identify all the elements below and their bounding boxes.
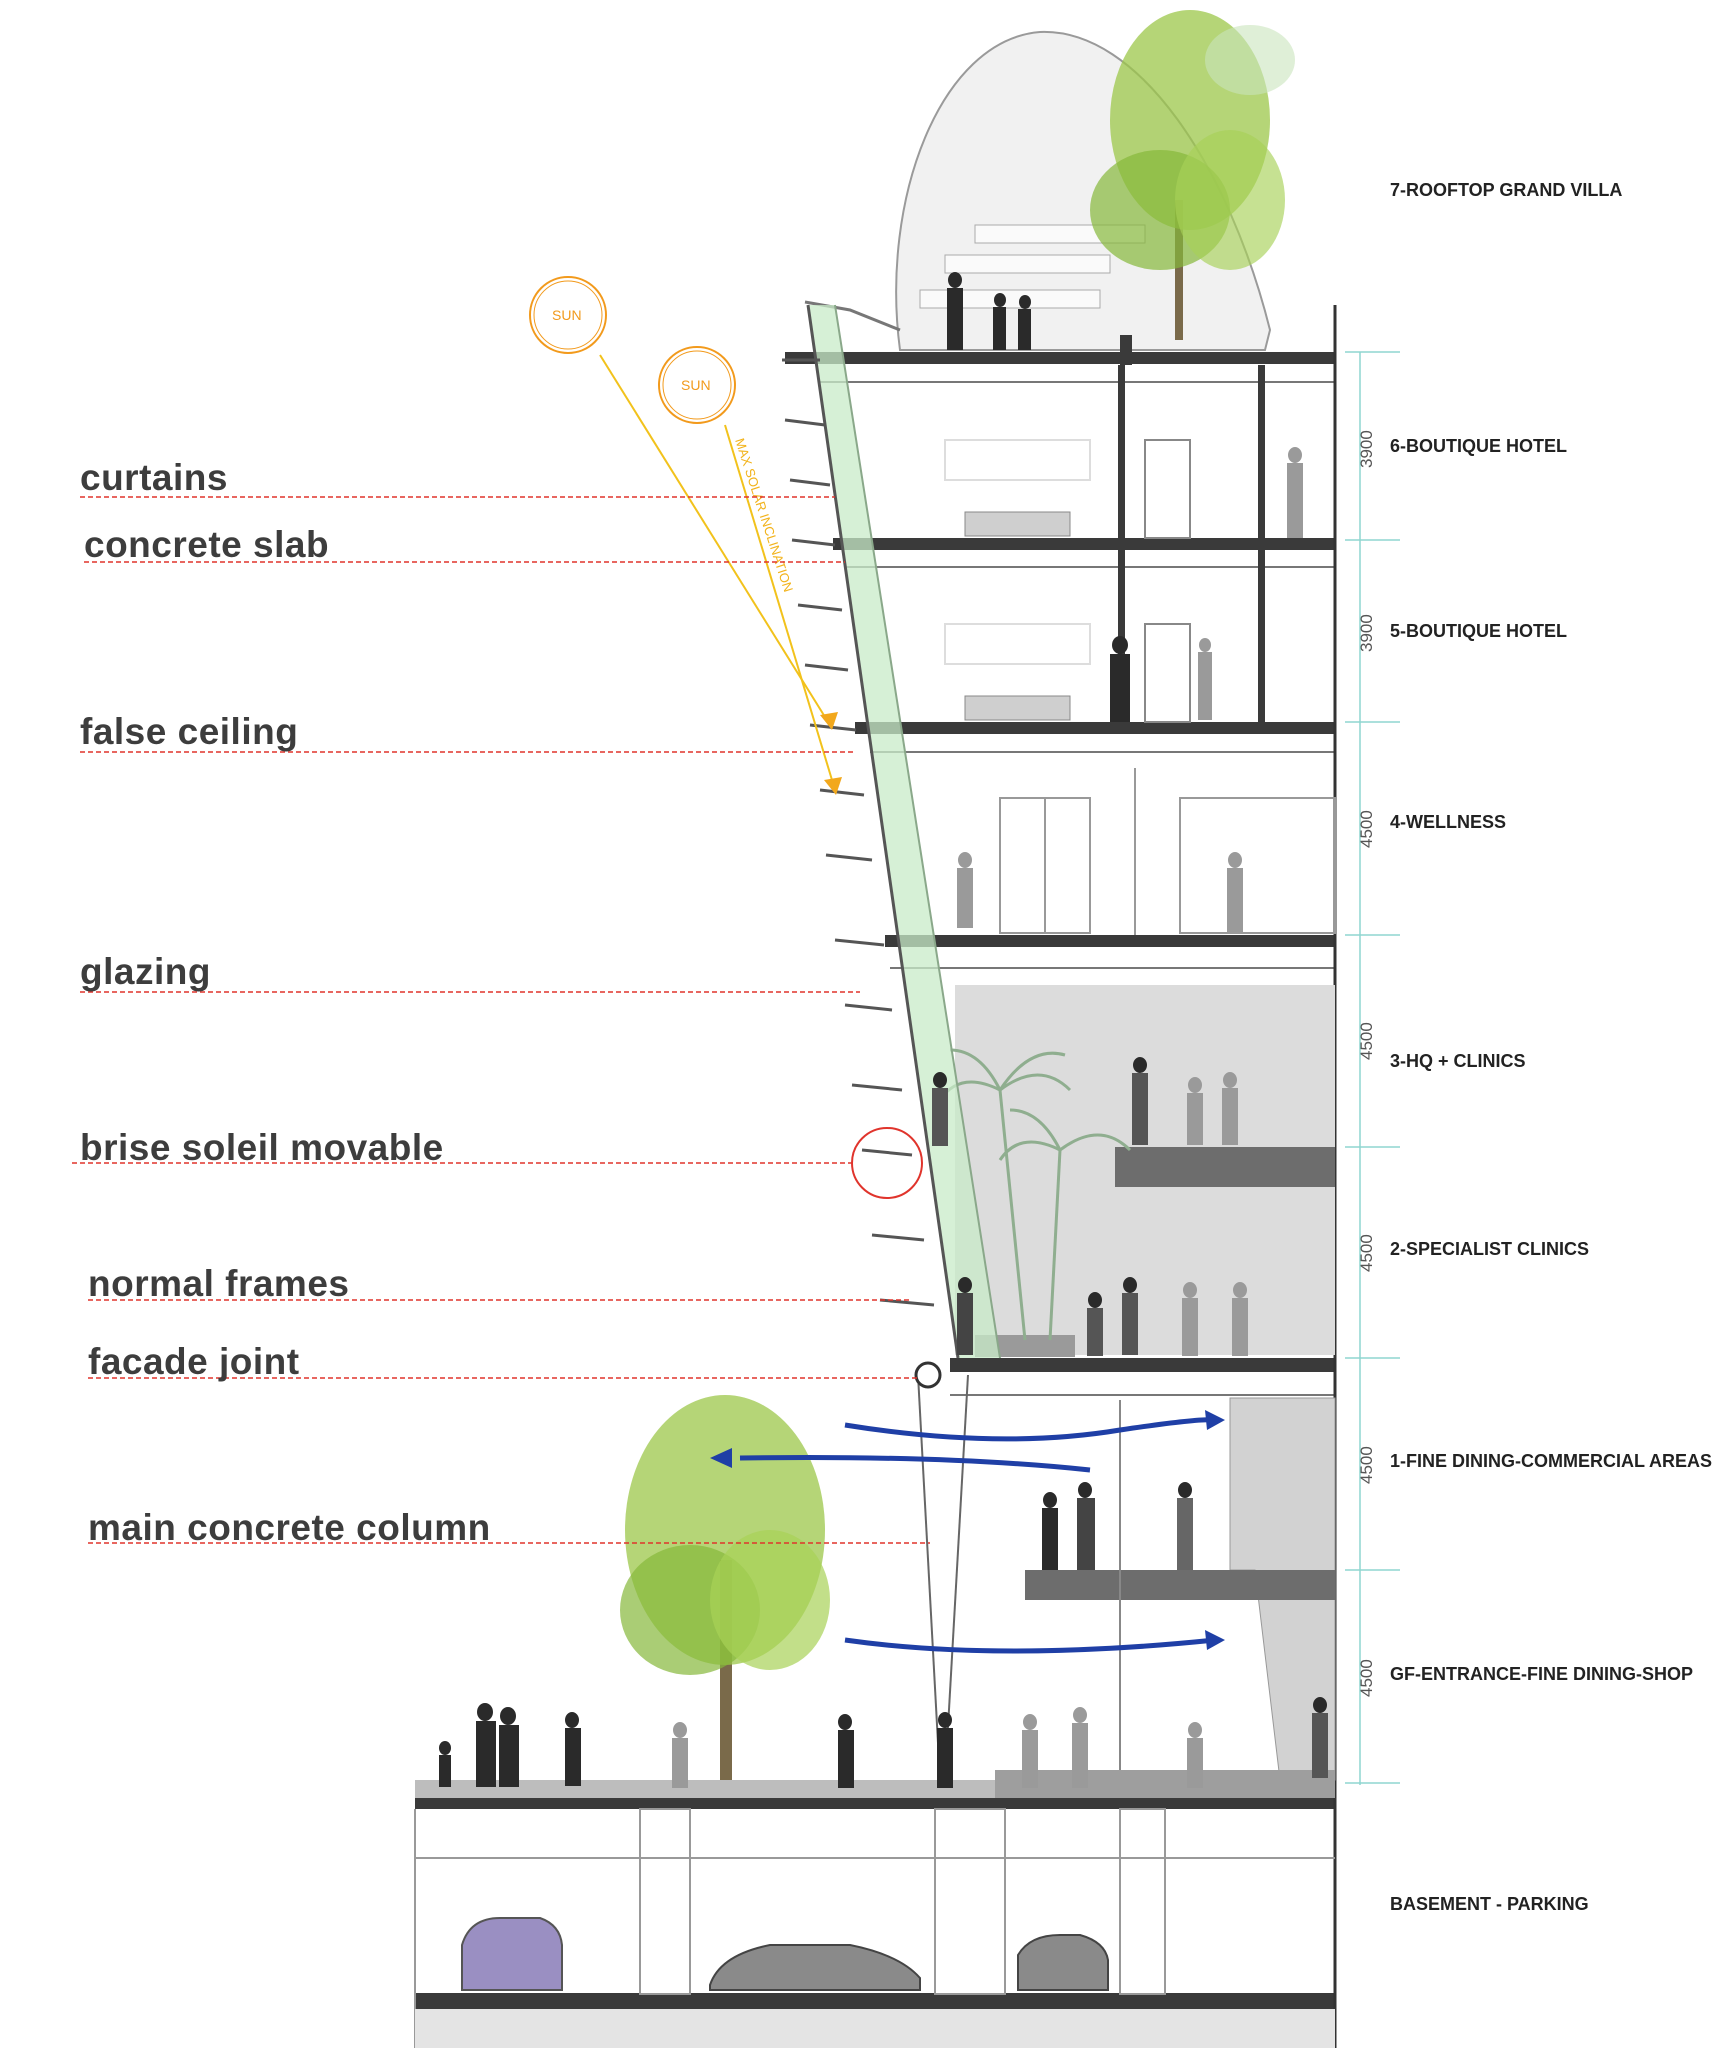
facade-joint-node [914, 1361, 942, 1389]
dimension-gf: 4500 [1357, 1659, 1376, 1697]
parking-cars [461, 1917, 1109, 1991]
sun-label: SUN [552, 307, 582, 323]
glazed-facade [808, 305, 1000, 1358]
street-tree [620, 1395, 830, 1790]
rooftop-tree [1090, 10, 1295, 340]
solar-ray-arrowhead [824, 777, 842, 795]
hotel-doors [944, 439, 1191, 723]
callout-main-column: main concrete column [88, 1507, 491, 1548]
dimension-f1: 4500 [1357, 1446, 1376, 1484]
facade-inner-line [834, 304, 1001, 1359]
dimension-f6: 3900 [1357, 430, 1376, 468]
dimension-f5: 3900 [1357, 614, 1376, 652]
callout-normal-frames: normal frames [88, 1263, 350, 1304]
sun-icon [658, 346, 736, 424]
hq-mezzanine [1115, 1147, 1335, 1187]
main-column-left [917, 1374, 941, 1781]
hotel-beds [964, 511, 1071, 721]
floor-label-1: 1-FINE DINING-COMMERCIAL AREAS [1390, 1451, 1712, 1471]
dome-step [919, 289, 1101, 309]
basement-floor-hatch [415, 2009, 1335, 2048]
floor-label-4: 4-WELLNESS [1390, 812, 1506, 832]
dimension-ticks [1345, 351, 1400, 1784]
facade-outer-line [806, 304, 960, 1359]
floor-label-7: 7-ROOFTOP GRAND VILLA [1390, 180, 1622, 200]
dome-step [944, 254, 1111, 274]
sun-icons [529, 276, 736, 424]
callout-curtains: curtains [80, 457, 228, 498]
wind-flow-arrows [739, 1417, 1216, 1654]
callout-facade-joint: facade joint [88, 1341, 300, 1382]
solar-rays [599, 354, 836, 791]
sun-label: SUN [681, 377, 711, 393]
floor-label-5: 5-BOUTIQUE HOTEL [1390, 621, 1567, 641]
dimension-f3: 4500 [1357, 1022, 1376, 1060]
basement [414, 1808, 1335, 2048]
callout-glazing: glazing [80, 951, 211, 992]
callout-brise-soleil: brise soleil movable [80, 1127, 444, 1168]
main-column-right [944, 1374, 969, 1781]
dimension-f4: 4500 [1357, 810, 1376, 848]
rooftop-railing [804, 300, 901, 332]
callout-concrete-slab: concrete slab [84, 524, 329, 565]
atrium-planter [975, 1335, 1075, 1357]
wellness-doors [999, 768, 1336, 935]
callout-false-ceiling: false ceiling [80, 711, 298, 752]
grey-people-silhouettes [672, 447, 1303, 1788]
sun-icon [529, 276, 607, 354]
brise-soleil-highlight [851, 1127, 923, 1199]
floor-label-gf: GF-ENTRANCE-FINE DINING-SHOP [1390, 1664, 1693, 1684]
floor-label-basement: BASEMENT - PARKING [1390, 1894, 1589, 1914]
floor-label-2: 2-SPECIALIST CLINICS [1390, 1239, 1589, 1259]
solar-inclination-label: MAX SOLAR INCLINATION [732, 436, 796, 594]
callout-leaders [72, 496, 930, 1544]
commercial-mezzanine [1025, 1570, 1335, 1600]
entrance-platform [995, 1770, 1335, 1798]
dimension-f2: 4500 [1357, 1234, 1376, 1272]
brise-soleil-fins [782, 358, 935, 1307]
floor-label-3: 3-HQ + CLINICS [1390, 1051, 1526, 1071]
wind-arrowheads [710, 1410, 1225, 1650]
solar-ray-arrowhead [820, 712, 838, 730]
atrium-palms [938, 1048, 1132, 1341]
floor-label-6: 6-BOUTIQUE HOTEL [1390, 436, 1567, 456]
people-silhouettes [439, 272, 1328, 1788]
